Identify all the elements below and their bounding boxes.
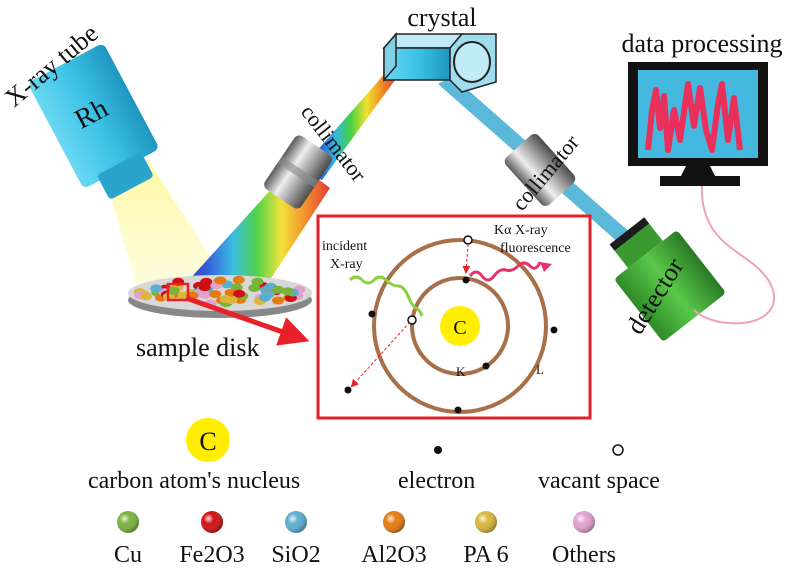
- monitor: [628, 62, 768, 186]
- material-label: Others: [552, 542, 616, 568]
- material-label: SiO2: [271, 542, 320, 568]
- shell-k-label: K: [456, 364, 466, 379]
- vacancy: [463, 235, 473, 245]
- sample-particle: [272, 285, 285, 294]
- sample-highlight-box: [166, 282, 190, 302]
- sample-particle: [272, 296, 284, 305]
- material-label: Cu: [114, 542, 142, 568]
- material-swatch-shade: [573, 511, 595, 533]
- material-swatch-shade: [383, 511, 405, 533]
- spectrum-trace: [645, 81, 743, 153]
- fluorescence-wave: [468, 261, 542, 282]
- electron: [462, 276, 470, 284]
- material-swatch-shade: [201, 511, 223, 533]
- sample-particle: [248, 283, 261, 292]
- sample-particle: [198, 283, 211, 292]
- crystal: [382, 31, 497, 93]
- ejected-electron-path: [350, 321, 411, 388]
- collimator-right: [504, 133, 576, 207]
- sample-particle: [232, 275, 245, 284]
- legend-vacant-icon: [612, 444, 624, 456]
- collimator-left: [264, 135, 332, 209]
- shell-l-label: L: [536, 362, 544, 377]
- material-swatch-shade: [117, 511, 139, 533]
- nucleus-symbol: C: [453, 317, 466, 339]
- sample-particle: [167, 286, 180, 295]
- incident-xray-wave: [348, 275, 424, 317]
- fluorescence-arrowhead: [540, 262, 552, 272]
- nucleus: [440, 306, 480, 346]
- sample-particle: [150, 284, 163, 293]
- material-swatch-shade: [475, 511, 497, 533]
- sample-particle: [139, 292, 152, 301]
- legend-nucleus-icon: [186, 418, 230, 462]
- electrons: [344, 276, 558, 414]
- electron: [482, 362, 490, 370]
- sample-particle: [251, 277, 264, 286]
- electron: [550, 326, 558, 334]
- fluorescence-label: fluorescence: [500, 241, 571, 256]
- sample-particle: [214, 276, 227, 285]
- legend-electron-icon: [434, 446, 442, 454]
- electron: [454, 406, 462, 414]
- data-processing-label: data processing: [621, 29, 782, 58]
- material-label: Fe2O3: [179, 542, 244, 568]
- sample-particle: [233, 289, 246, 298]
- sample-disk-label: sample disk: [136, 333, 260, 362]
- material-swatch-shade: [285, 511, 307, 533]
- sample-particles: [134, 275, 306, 308]
- sample-particle: [209, 290, 222, 299]
- cable: [693, 185, 776, 325]
- legend-vacant-label: vacant space: [538, 468, 660, 494]
- incident-label: incident: [322, 239, 367, 254]
- ka-label: Kα X-ray: [494, 223, 548, 238]
- electron: [368, 310, 376, 318]
- sample-particle: [282, 287, 295, 296]
- sample-particle: [230, 283, 243, 292]
- material-label: PA 6: [463, 542, 508, 568]
- sample-particle: [219, 295, 232, 303]
- legend-nucleus-symbol: C: [199, 427, 216, 456]
- material-label: Al2O3: [361, 542, 426, 568]
- xray-label: X-ray: [330, 257, 363, 272]
- legend-nucleus-label: carbon atom's nucleus: [88, 468, 300, 494]
- crystal-label: crystal: [407, 3, 476, 32]
- material-legend: Cu Fe2O3 SiO2 Al2O3 PA 6 Others: [114, 511, 616, 568]
- electron: [344, 386, 352, 394]
- xray-beam-cone: [108, 160, 232, 300]
- legend-electron-label: electron: [398, 468, 475, 494]
- shell-k: [410, 276, 510, 376]
- xray-tube: Rh: [29, 44, 158, 199]
- sample-particle: [262, 290, 275, 299]
- zoom-arrow: [185, 295, 310, 346]
